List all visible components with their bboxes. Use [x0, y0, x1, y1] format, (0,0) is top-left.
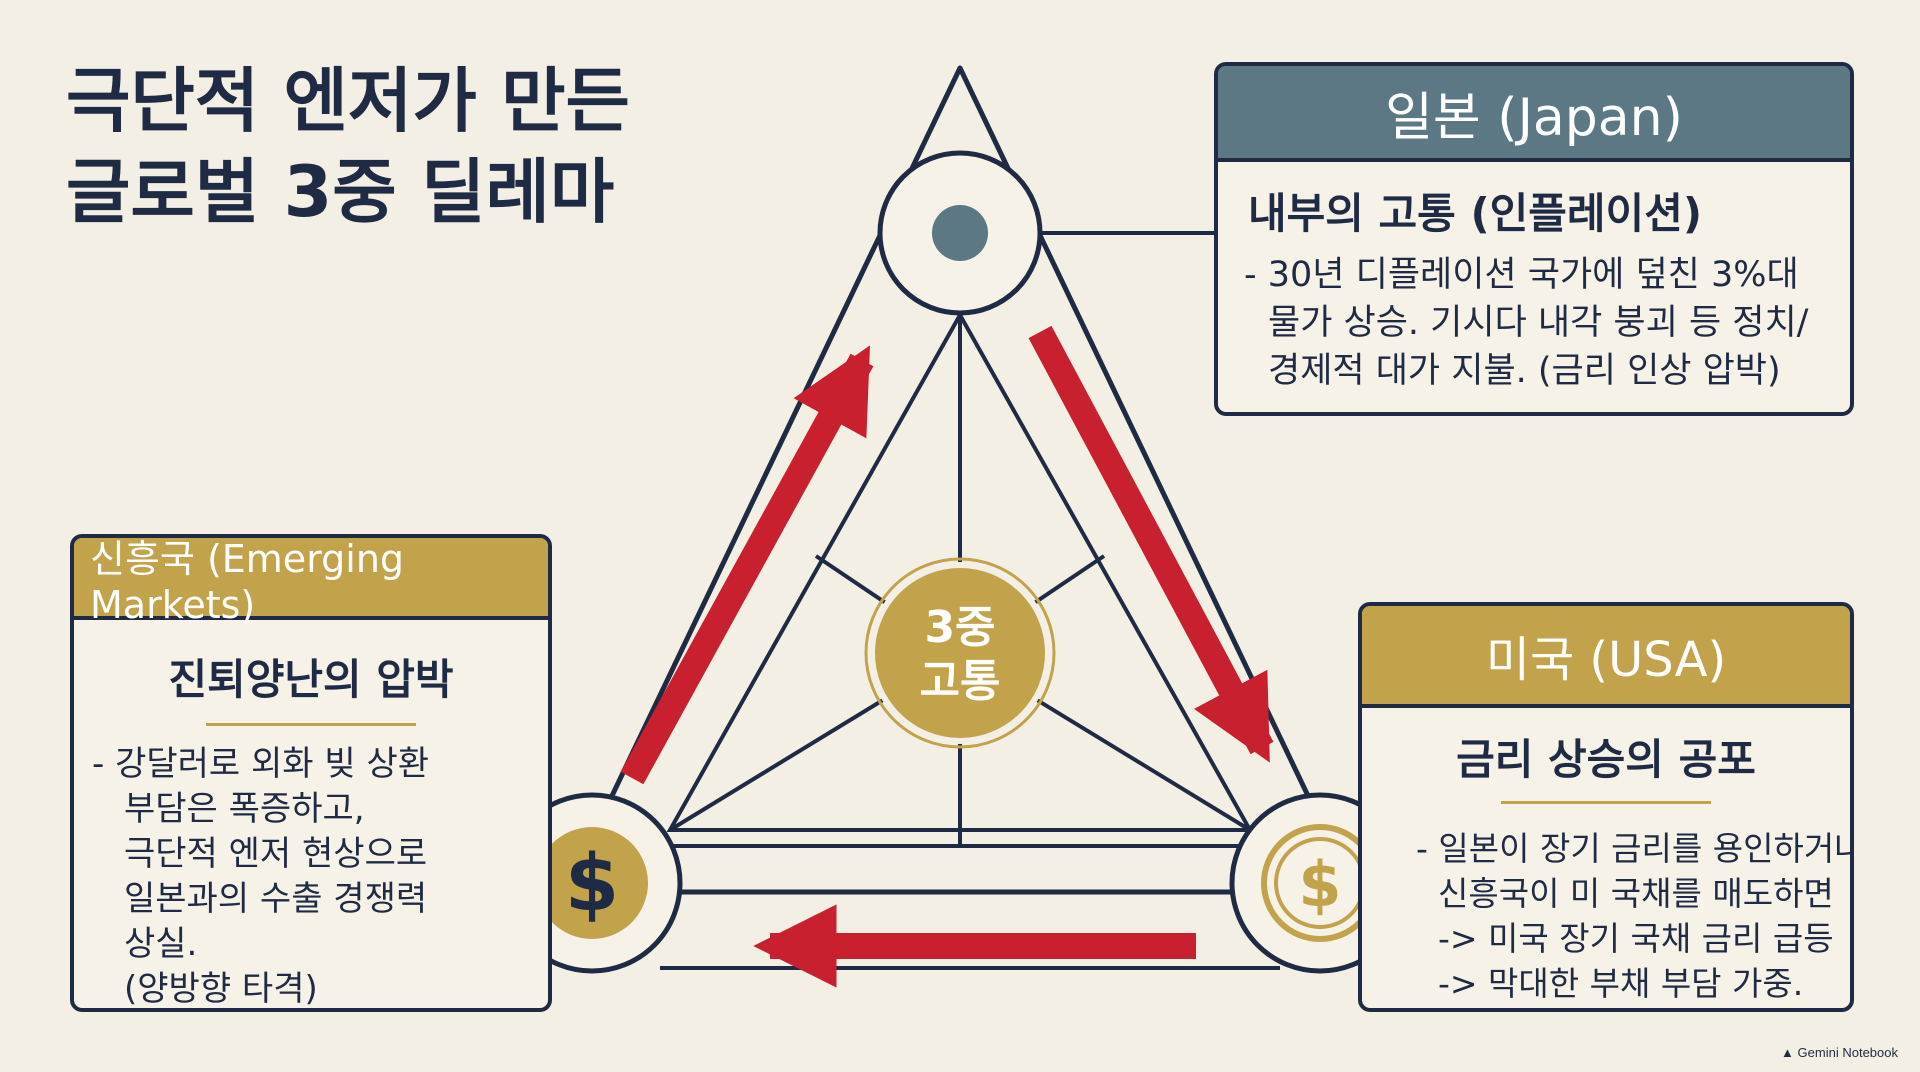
- arrow-top-to-right: [1028, 325, 1274, 763]
- emerging-body: - 강달러로 외화 빚 상환 부담은 폭증하고, 극단적 엔저 현상으로 일본과…: [92, 742, 548, 1009]
- node-japan: [877, 150, 1043, 316]
- outer-triangle: [563, 65, 1357, 895]
- japan-box: 일본 (Japan) 내부의 고통 (인플레이션) - 30년 디플레이션 국가…: [1214, 62, 1854, 416]
- dollar-symbol-right: $: [1298, 848, 1341, 921]
- japan-subtitle: 내부의 고통 (인플레이션): [1248, 189, 1703, 238]
- center-label-line-2: 고통: [920, 656, 1001, 707]
- emerging-body-line: 일본과의 수출 경쟁력: [124, 879, 428, 919]
- emerging-subtitle: 진퇴양난의 압박: [168, 655, 454, 704]
- watermark: ▲ Gemini Notebook: [1781, 1045, 1898, 1060]
- emerging-body-line: 극단적 엔저 현상으로: [124, 834, 428, 874]
- japan-body-line: 경제적 대가 지불. (금리 인상 압박): [1268, 351, 1781, 391]
- emerging-body-line: (양방향 타격): [124, 969, 318, 1009]
- center-circle: [869, 562, 1051, 744]
- emerging-box: 신흥국 (Emerging Markets) 진퇴양난의 압박 - 강달러로 외…: [70, 534, 552, 1012]
- title-line-1: 극단적 엔저가 만든: [66, 60, 630, 142]
- japan-body-line: - 30년 디플레이션 국가에 덮친 3%대: [1244, 255, 1799, 295]
- usa-box: 미국 (USA) 금리 상승의 공포 - 일본이 장기 금리를 용인하거나 신흥…: [1358, 602, 1854, 1012]
- watermark-text: Gemini Notebook: [1797, 1045, 1898, 1060]
- usa-divider: [1501, 801, 1711, 804]
- japan-header: 일본 (Japan): [1218, 66, 1850, 162]
- center-label-line-1: 3중: [924, 602, 995, 653]
- title-line-2: 글로벌 3중 딜레마: [66, 151, 615, 233]
- dollar-coin-icon: [536, 827, 648, 939]
- arrow-left-to-top: [620, 345, 874, 785]
- emerging-header: 신흥국 (Emerging Markets): [74, 538, 548, 627]
- usa-body-line: - 일본이 장기 금리를 용인하거나: [1416, 829, 1854, 868]
- usa-body-line: -> 막대한 부채 부담 가중.: [1438, 964, 1804, 1003]
- usa-body: - 일본이 장기 금리를 용인하거나 신흥국이 미 국채를 매도하면 -> 미국…: [1416, 826, 1850, 1006]
- center-circle-ring: [864, 557, 1056, 749]
- usa-header: 미국 (USA): [1362, 606, 1850, 708]
- watermark-logo-icon: ▲: [1781, 1045, 1794, 1060]
- emerging-body-line: - 강달러로 외화 빚 상환: [92, 744, 430, 784]
- dollar-symbol-left: $: [565, 839, 619, 929]
- page-title: 극단적 엔저가 만든 글로벌 3중 딜레마: [66, 56, 630, 238]
- emerging-body-line: 부담은 폭증하고,: [124, 789, 365, 829]
- emerging-divider: [206, 723, 416, 726]
- usa-body-line: 신흥국이 미 국채를 매도하면: [1438, 874, 1834, 913]
- emerging-body-line: 상실.: [124, 924, 198, 964]
- japan-body: - 30년 디플레이션 국가에 덮친 3%대 물가 상승. 기시다 내각 붕괴 …: [1244, 251, 1850, 395]
- teal-dot-icon: [932, 205, 988, 261]
- japan-body-line: 물가 상승. 기시다 내각 붕괴 등 정치/: [1268, 303, 1809, 343]
- usa-subtitle: 금리 상승의 공포: [1456, 735, 1756, 784]
- usa-body-line: -> 미국 장기 국채 금리 급등: [1438, 919, 1834, 958]
